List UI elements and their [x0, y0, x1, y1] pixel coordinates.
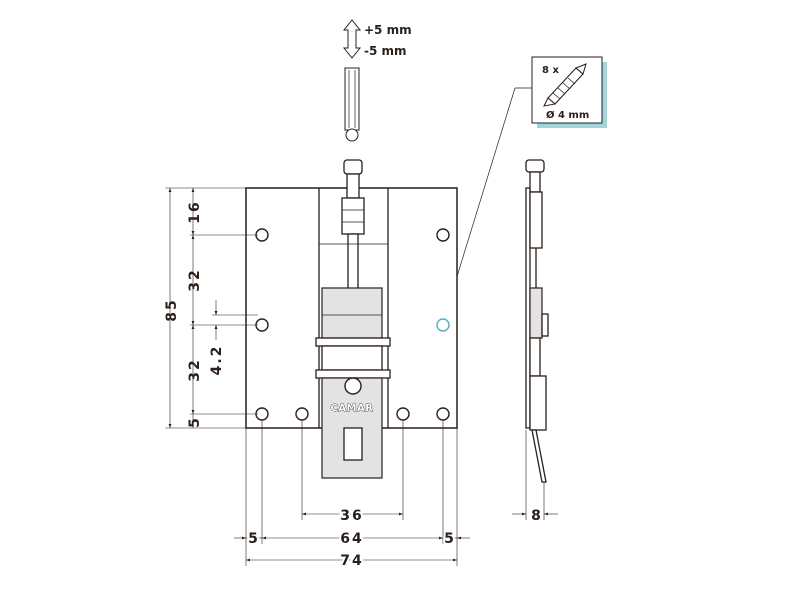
hole-bottom-2 [295, 407, 309, 421]
screw-callout: 8 x Ø 4 mm [531, 56, 607, 128]
dim-side-thickness: 8 [531, 508, 543, 524]
dim-hole-spacing: 64 [340, 531, 363, 547]
dim-left-margin: 5 [248, 531, 260, 547]
adjustment-arrow-icon [342, 19, 362, 59]
dim-upper-spacing: 32 [187, 268, 203, 291]
side-view [525, 159, 549, 483]
hole-bottom-3 [396, 407, 410, 421]
mounting-plate [245, 159, 458, 479]
screw-diameter-label: Ø 4 mm [546, 109, 589, 121]
dim-top: 16 [187, 200, 203, 223]
adjustment-minus-label: -5 mm [364, 44, 407, 58]
screw-icon [543, 63, 587, 107]
dim-lower-spacing: 32 [187, 358, 203, 381]
screw-quantity-label: 8 x [542, 65, 559, 76]
dim-offset: 4.2 [209, 345, 225, 376]
hole-mid-right [436, 318, 450, 332]
brand-label: CAMAR [331, 403, 374, 414]
hole-top-right [436, 228, 450, 242]
adjustment-plus-label: +5 mm [364, 23, 412, 37]
dim-inner-hole-spacing: 36 [340, 508, 363, 524]
dim-right-margin: 5 [444, 531, 456, 547]
adjustment-key-icon [344, 67, 360, 142]
dim-total-width: 74 [340, 553, 363, 569]
dim-total-height: 85 [164, 298, 180, 321]
horizontal-dimensions [234, 420, 558, 566]
dim-bottom: 5 [187, 416, 203, 428]
hole-bottom-4 [436, 407, 450, 421]
vertical-dimensions [165, 187, 258, 429]
mounting-holes [255, 228, 450, 421]
